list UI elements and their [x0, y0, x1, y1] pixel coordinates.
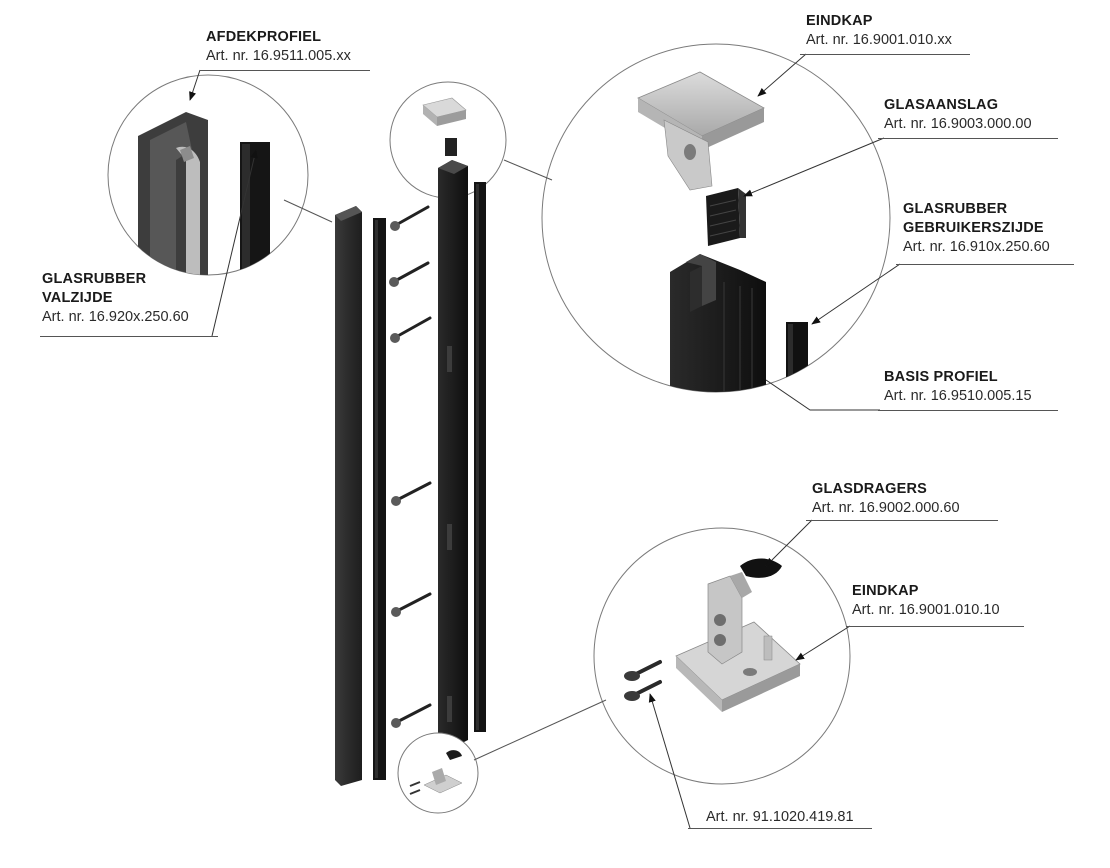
- callout-title: EINDKAP: [852, 583, 919, 599]
- callout-glasrubber-valzijde: GLASRUBBER VALZIJDE Art. nr. 16.920x.250…: [42, 270, 189, 327]
- callout-title-line2: GEBRUIKERSZIJDE: [903, 220, 1044, 236]
- callout-article-number: Art. nr. 16.9511.005.xx: [206, 48, 351, 64]
- detail-circle-bottom-right: [593, 527, 851, 785]
- callout-title: AFDEKPROFIEL: [206, 29, 322, 45]
- eindkap-bottom-part: [675, 572, 801, 712]
- callout-title: GLASRUBBER: [903, 201, 1008, 217]
- detail-circle-top-left: [107, 74, 309, 276]
- callout-title: EINDKAP: [806, 13, 873, 29]
- callout-article-number: Art. nr. 16.920x.250.60: [42, 309, 189, 325]
- main-column-assembly: [335, 160, 486, 786]
- connector-lines: [283, 159, 607, 761]
- callout-article-number: Art. nr. 16.9001.010.10: [852, 602, 1000, 618]
- callout-afdekprofiel: AFDEKPROFIEL Art. nr. 16.9511.005.xx: [206, 28, 351, 66]
- callout-title: GLASDRAGERS: [812, 481, 927, 497]
- screw-set: [393, 205, 432, 724]
- callout-article-number: Art. nr. 16.9002.000.60: [812, 500, 960, 516]
- detail-circle-top-right: [541, 43, 891, 393]
- screws-detail: [624, 660, 662, 701]
- callout-glasdragers: GLASDRAGERS Art. nr. 16.9002.000.60: [812, 480, 960, 518]
- callout-article-number: Art. nr. 16.9003.000.00: [884, 116, 1032, 132]
- glasaanslag-part: [706, 188, 746, 246]
- detail-circle-bottom-middle: [397, 732, 479, 814]
- callout-glasrubber-gebruikerszijde: GLASRUBBER GEBRUIKERSZIJDE Art. nr. 16.9…: [903, 200, 1050, 257]
- callout-title: GLASAANSLAG: [884, 97, 999, 113]
- callout-eindkap-bottom: EINDKAP Art. nr. 16.9001.010.10: [852, 582, 1000, 620]
- eindkap-top-part: [637, 71, 765, 191]
- callout-title-line2: VALZIJDE: [42, 290, 113, 306]
- basis-profiel-detail: [670, 254, 766, 392]
- callout-basis-profiel: BASIS PROFIEL Art. nr. 16.9510.005.15: [884, 368, 1032, 406]
- callout-title: GLASRUBBER: [42, 271, 147, 287]
- callout-glasaanslag: GLASAANSLAG Art. nr. 16.9003.000.00: [884, 96, 1032, 134]
- leader-lines: [189, 53, 901, 829]
- callout-eindkap-top: EINDKAP Art. nr. 16.9001.010.xx: [806, 12, 952, 50]
- callout-article-number: Art. nr. 16.9001.010.xx: [806, 32, 952, 48]
- callout-screws: Art. nr. 91.1020.419.81: [706, 808, 854, 827]
- callout-article-number: Art. nr. 16.910x.250.60: [903, 239, 1050, 255]
- callout-title: BASIS PROFIEL: [884, 369, 998, 385]
- callout-article-number: Art. nr. 16.9510.005.15: [884, 388, 1032, 404]
- detail-circle-top-middle: [389, 81, 507, 199]
- callout-article-number: Art. nr. 91.1020.419.81: [706, 809, 854, 825]
